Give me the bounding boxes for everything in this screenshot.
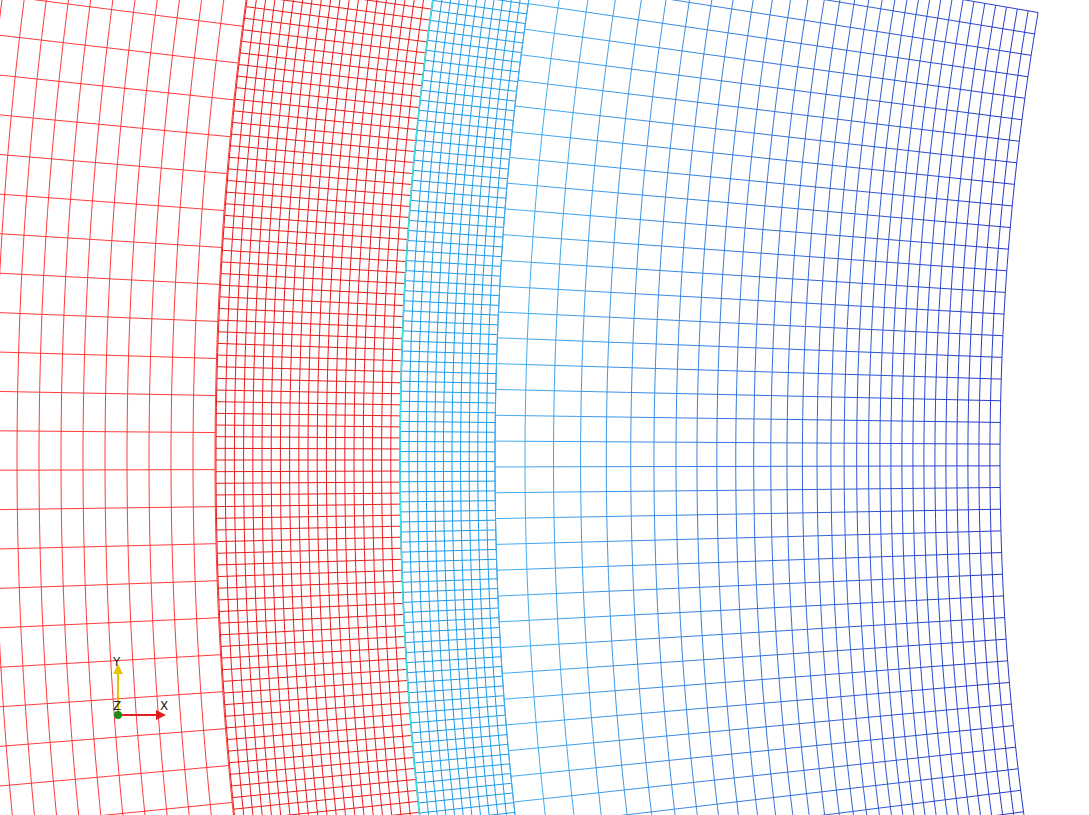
mesh-cell-ring bbox=[754, 0, 812, 815]
axis-label: Y bbox=[113, 656, 120, 668]
mesh-cell-ring bbox=[736, 0, 796, 815]
mesh-cell-ring bbox=[924, 0, 974, 815]
mesh-cell-ring bbox=[802, 0, 857, 815]
mesh-cell-ring bbox=[957, 5, 1007, 815]
inner-coarse-mesh bbox=[495, 0, 1038, 815]
inner-dense-mesh-lines bbox=[400, 0, 540, 815]
interface-line bbox=[400, 0, 447, 815]
mesh-cell-ring bbox=[990, 11, 1038, 815]
mesh-cell-ring bbox=[946, 3, 996, 815]
inner-dense-mesh bbox=[400, 0, 540, 815]
x-axis bbox=[118, 714, 158, 716]
mesh-cell-ring bbox=[771, 0, 828, 815]
mesh-cell-ring bbox=[495, 0, 570, 815]
mesh-cell-ring bbox=[554, 0, 625, 815]
mesh-cell-ring bbox=[697, 0, 759, 815]
mesh-cell-ring bbox=[831, 0, 885, 815]
mesh-cell-ring bbox=[717, 0, 778, 815]
axis-label: X bbox=[160, 700, 168, 712]
mesh-cell-ring bbox=[935, 2, 985, 815]
mesh-cell-ring bbox=[606, 0, 674, 815]
z-axis bbox=[114, 711, 122, 719]
mesh-cell-ring bbox=[654, 0, 719, 815]
mesh-cell-ring bbox=[631, 0, 697, 815]
axis-triad bbox=[113, 664, 166, 720]
mesh-cell-ring bbox=[676, 0, 739, 815]
mesh-cell-ring bbox=[787, 0, 843, 815]
axis-label: Z bbox=[113, 700, 121, 712]
